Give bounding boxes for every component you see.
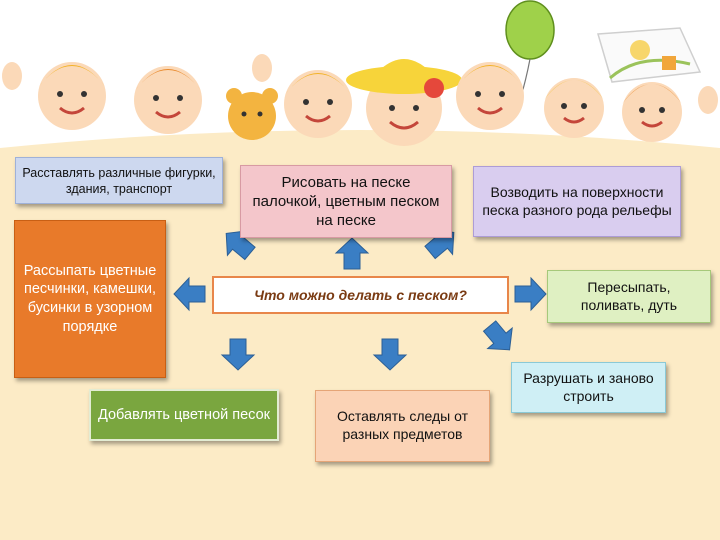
- box-colored-sand: Добавлять цветной песок: [89, 389, 279, 441]
- box-draw: Рисовать на песке палочкой, цветным песк…: [240, 165, 452, 238]
- child-face-icon: [134, 66, 202, 134]
- child-face-icon: [284, 70, 352, 138]
- arrow-down-center: [373, 338, 407, 371]
- child-face-icon: [346, 59, 462, 146]
- arrow-up: [335, 237, 369, 270]
- child-face-icon: [456, 62, 524, 130]
- box-figures: Расставлять различные фигурки, здания, т…: [15, 157, 223, 204]
- children-illustration: [2, 0, 718, 146]
- child-face-icon: [544, 78, 604, 138]
- central-question: Что можно делать с песком?: [212, 276, 509, 314]
- waving-hand-icon: [252, 54, 272, 82]
- arrow-down-right: [476, 315, 523, 361]
- box-pour: Пересыпать, поливать, дуть: [547, 270, 711, 323]
- child-face-icon: [622, 82, 682, 142]
- drawing-sign-icon: [597, 27, 702, 83]
- box-traces: Оставлять следы от разных предметов: [315, 390, 490, 462]
- waving-hand-icon: [698, 86, 718, 114]
- arrow-left: [173, 277, 206, 311]
- teddy-bear-icon: [226, 88, 278, 140]
- child-face-icon: [38, 62, 106, 130]
- arrow-down-left: [221, 338, 255, 371]
- box-scatter: Рассыпать цветные песчинки, камешки, бус…: [14, 220, 166, 378]
- arrow-right: [514, 277, 547, 311]
- box-relief: Возводить на поверхности песка разного р…: [473, 166, 681, 237]
- waving-hand-icon: [2, 62, 22, 90]
- box-destroy: Разрушать и заново строить: [511, 362, 666, 413]
